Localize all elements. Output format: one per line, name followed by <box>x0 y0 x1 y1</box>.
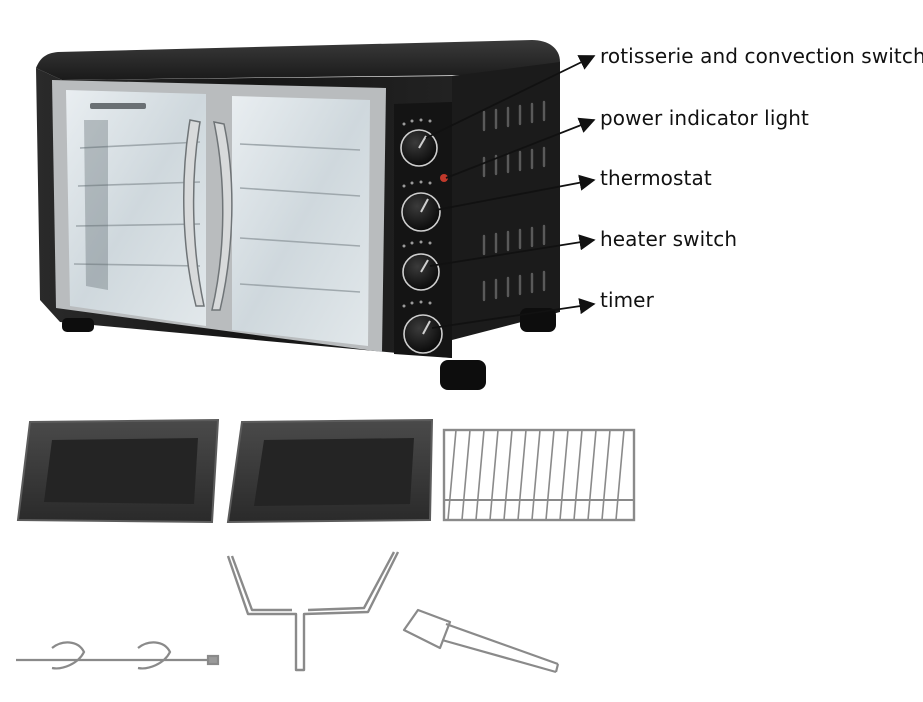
toaster-oven-image <box>36 40 560 390</box>
arrow-timer <box>431 298 596 329</box>
arrow-rotisserie <box>425 55 596 139</box>
tray-tong-image <box>402 608 560 674</box>
arrow-thermostat <box>435 174 596 211</box>
wire-rack-image <box>442 428 636 522</box>
rotisserie-handle-image <box>226 551 400 672</box>
baking-tray-image <box>16 418 220 524</box>
knob-group <box>400 118 448 354</box>
arrow-power-light <box>445 117 596 179</box>
callout-arrows <box>425 55 596 329</box>
arrow-heater <box>429 234 596 267</box>
rotisserie-spit-image <box>16 641 220 670</box>
label-power-indicator-light: power indicator light <box>600 106 809 130</box>
power-indicator-dot <box>440 174 448 182</box>
baking-tray-image <box>226 418 434 524</box>
label-rotisserie-convection-switch: rotisserie and convection switch <box>600 44 923 68</box>
label-heater-switch: heater switch <box>600 227 738 251</box>
label-timer: timer <box>600 288 654 312</box>
label-thermostat: thermostat <box>600 166 712 190</box>
